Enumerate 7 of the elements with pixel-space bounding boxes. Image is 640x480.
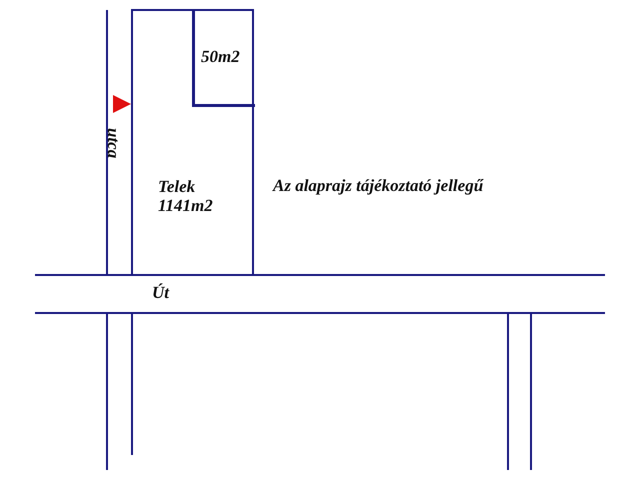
road-name: Út [152,283,169,303]
note-text: Az alaprajz tájékoztató jellegű [273,176,484,196]
plot-outline [131,9,254,276]
building-outline [192,9,255,107]
street-name: utca [103,128,123,158]
area-label: 50m2 [201,47,240,67]
area-label: Telek 1141m2 [158,177,214,215]
